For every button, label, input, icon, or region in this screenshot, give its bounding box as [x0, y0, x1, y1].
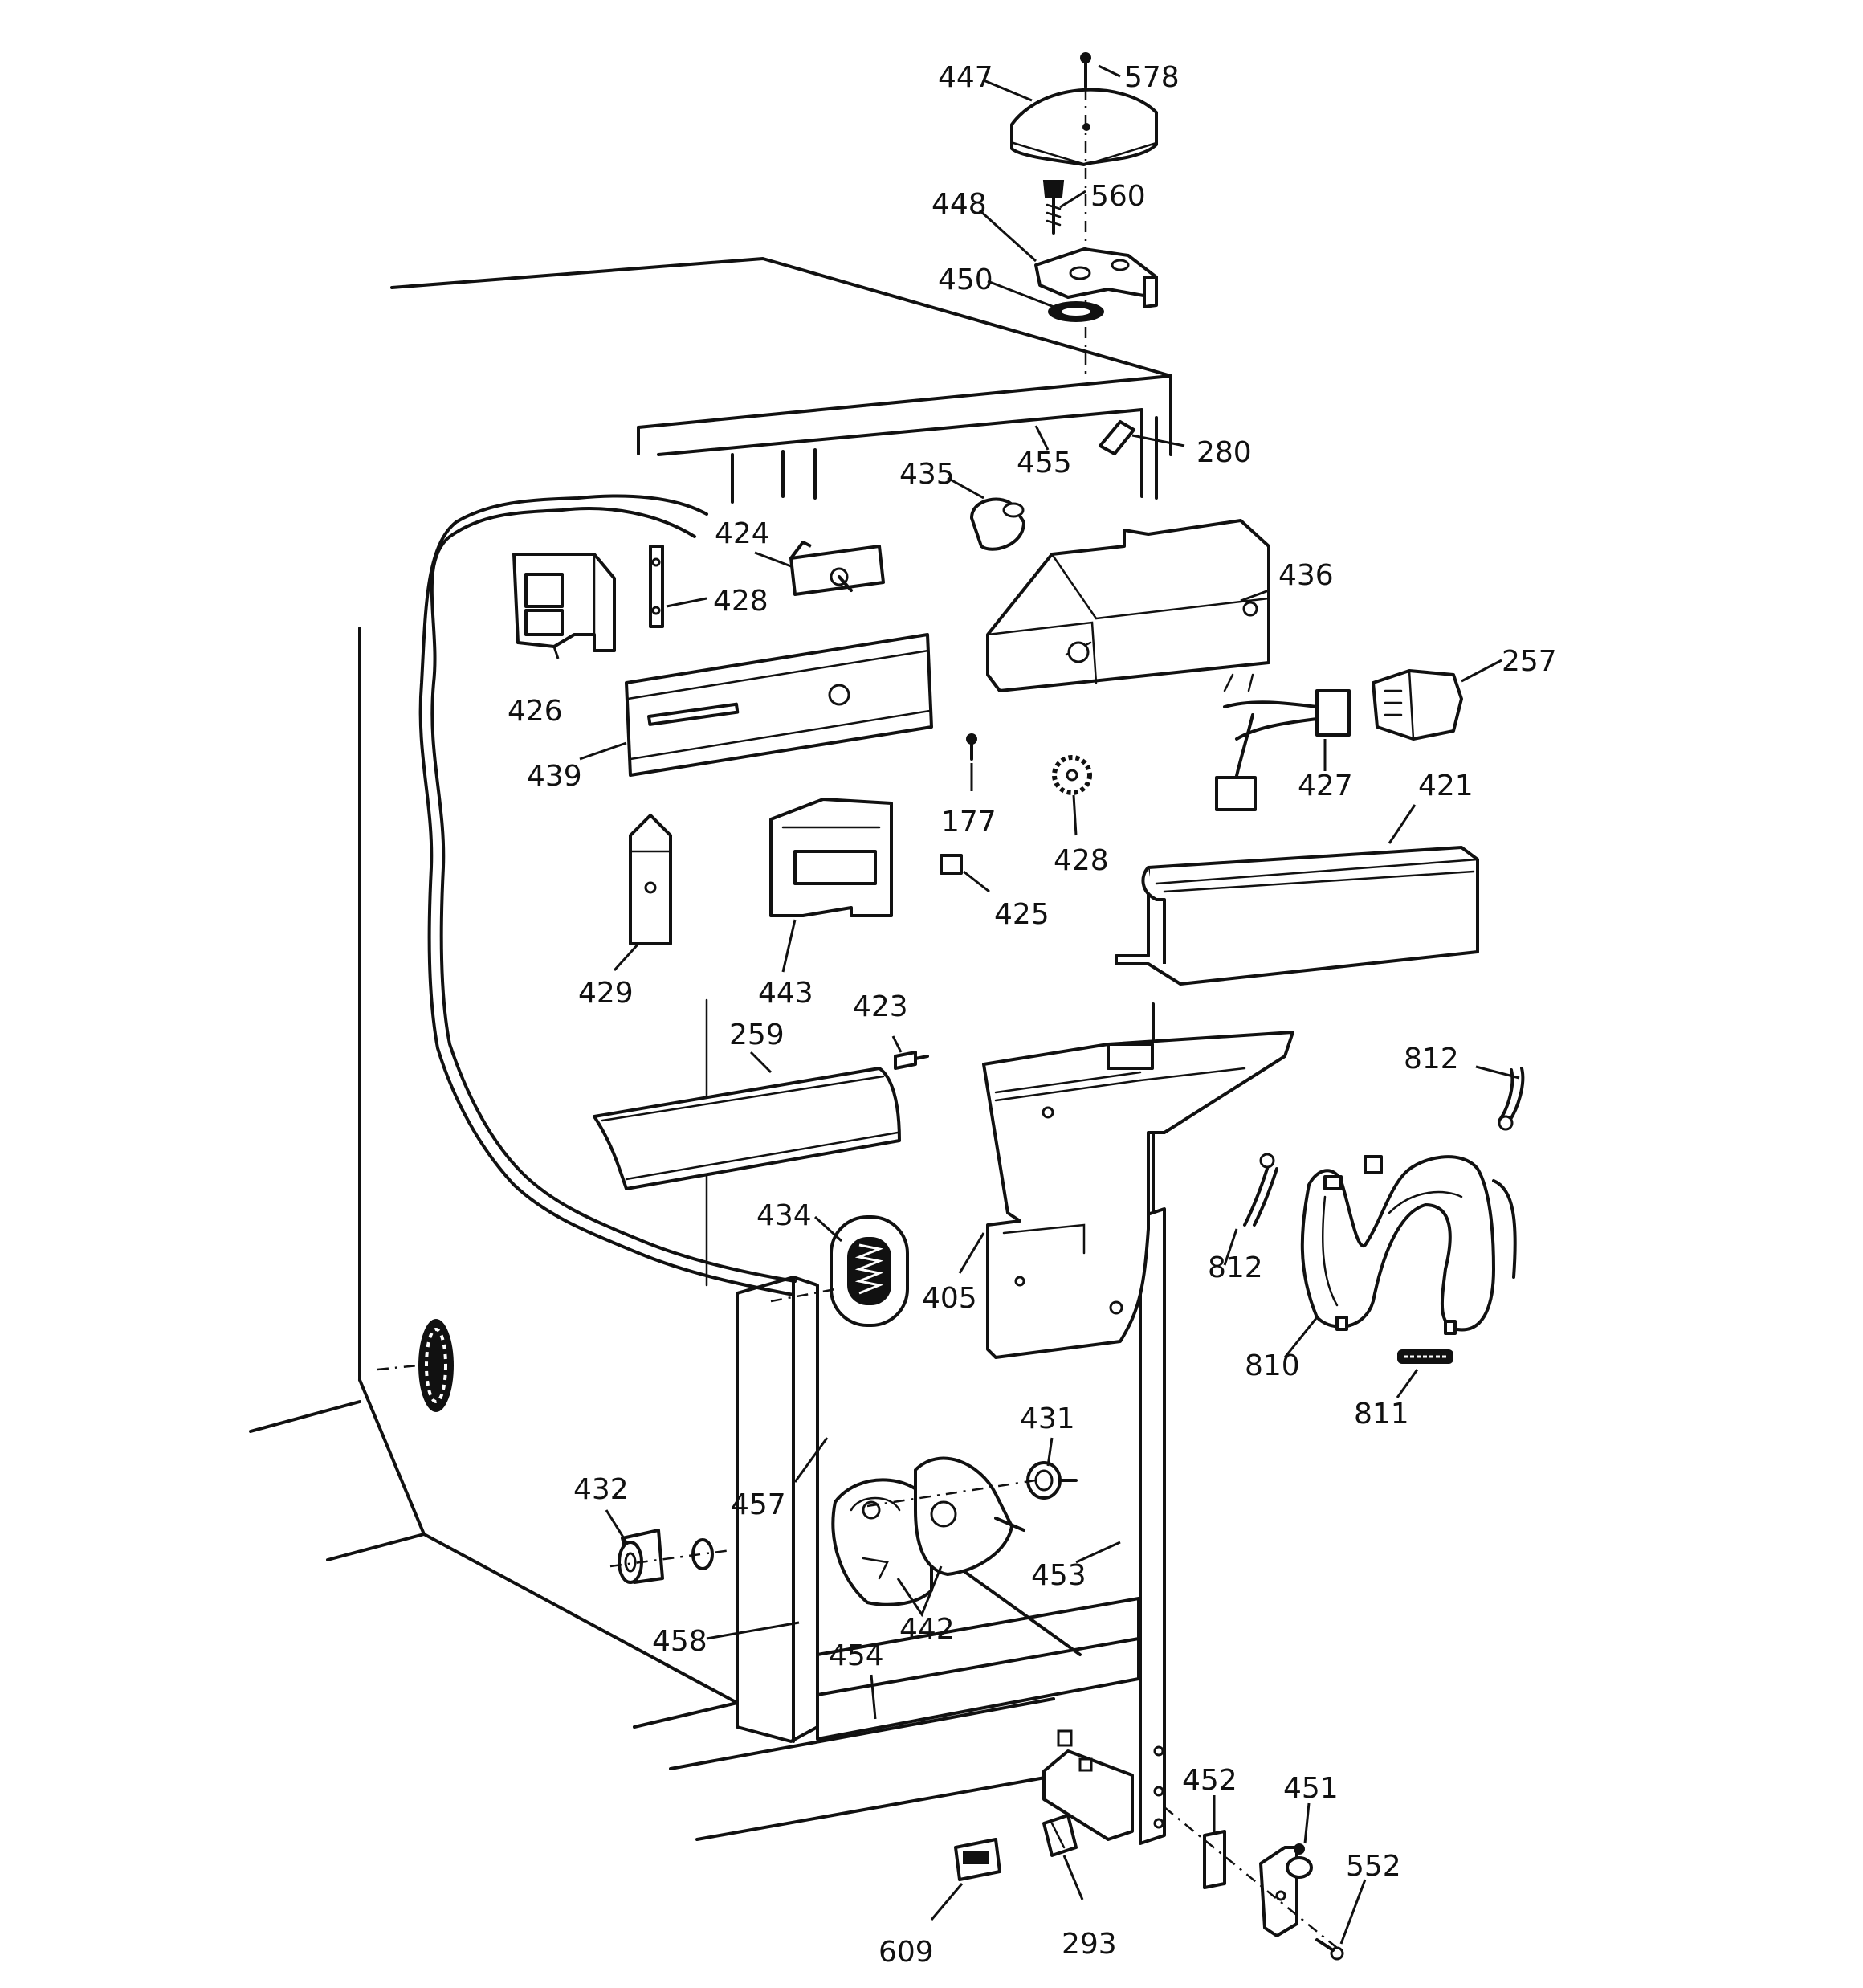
- part-442-control-assembly: [831, 1456, 1037, 1606]
- part-425-block: [940, 854, 963, 875]
- callout-424: 424: [715, 517, 770, 550]
- part-447-hinge-cover: [1010, 88, 1158, 166]
- callout-810: 810: [1245, 1349, 1300, 1382]
- callout-609: 609: [879, 1936, 934, 1969]
- callout-453: 453: [1031, 1559, 1086, 1592]
- part-280-plug: [1099, 420, 1135, 455]
- part-257-defrost-timer: [1372, 669, 1463, 741]
- callout-439: 439: [527, 760, 582, 793]
- part-428-gear: [1052, 755, 1092, 795]
- callout-427: 427: [1298, 769, 1353, 802]
- callout-578: 578: [1124, 61, 1180, 94]
- callout-448: 448: [932, 188, 987, 221]
- callout-257: 257: [1502, 645, 1557, 678]
- callout-447: 447: [938, 61, 993, 94]
- callout-177: 177: [941, 806, 997, 839]
- callout-458: 458: [652, 1625, 707, 1658]
- callout-560: 560: [1090, 180, 1146, 213]
- part-424-switch: [789, 541, 885, 596]
- part-436-control-housing: [986, 519, 1270, 692]
- callout-428-gear: 428: [1054, 844, 1109, 877]
- part-177-screw: [966, 733, 977, 761]
- callout-812-mid: 812: [1208, 1251, 1263, 1284]
- callout-552: 552: [1346, 1850, 1401, 1883]
- part-432-bushing: [609, 1529, 732, 1584]
- part-450-hinge-shim: [1048, 301, 1104, 322]
- part-560-hinge-screw: [1042, 180, 1065, 235]
- part-609-connector: [954, 1838, 1001, 1881]
- callout-450: 450: [938, 263, 993, 296]
- part-812-drain-tube-b: [1243, 1153, 1278, 1227]
- wire-harness-path: [418, 494, 797, 1296]
- callout-451: 451: [1283, 1772, 1339, 1805]
- part-426-light-housing: [512, 553, 616, 652]
- part-443-mounting-frame: [769, 798, 893, 917]
- cabinet-body: [249, 257, 1172, 1845]
- part-421-duct-channel: [1115, 846, 1479, 986]
- part-448-top-hinge: [1034, 247, 1158, 308]
- part-405-air-duct: [982, 1031, 1294, 1359]
- part-431-knob: [1026, 1461, 1078, 1500]
- part-552-screw: [1315, 1938, 1344, 1961]
- callout-452: 452: [1182, 1764, 1237, 1797]
- part-434-oval-grille: [770, 1215, 909, 1327]
- part-423-clip: [894, 1051, 929, 1070]
- part-811-grommet: [1397, 1349, 1453, 1364]
- callout-429: 429: [578, 977, 634, 1010]
- callout-425: 425: [994, 898, 1050, 931]
- callout-421: 421: [1418, 769, 1474, 802]
- callout-423: 423: [853, 990, 908, 1023]
- callout-455: 455: [1017, 447, 1072, 480]
- callout-457: 457: [731, 1488, 786, 1521]
- callout-443: 443: [758, 977, 813, 1010]
- callout-labels: 447 578 448 560 450 455 280 435 424 428 …: [508, 61, 1557, 1969]
- part-427-wiring-harness: [1215, 673, 1351, 811]
- callout-435: 435: [899, 458, 955, 491]
- callout-431: 431: [1020, 1402, 1075, 1435]
- callout-428-top: 428: [713, 585, 768, 618]
- part-812-drain-tube-a: [1498, 1067, 1525, 1131]
- callout-259: 259: [729, 1018, 785, 1051]
- callout-293: 293: [1062, 1928, 1117, 1961]
- callout-426: 426: [508, 695, 563, 728]
- part-578-screw: [1080, 52, 1091, 88]
- callout-405: 405: [922, 1282, 977, 1315]
- part-293-clip: [1042, 1814, 1078, 1857]
- part-259-trim-strip: [593, 1067, 901, 1190]
- callout-442: 442: [899, 1613, 955, 1646]
- callout-432: 432: [573, 1473, 629, 1506]
- callout-812-top: 812: [1404, 1043, 1459, 1076]
- part-810-defrost-heater: [1300, 1155, 1517, 1335]
- callout-436: 436: [1278, 559, 1334, 592]
- part-428-bracket-strip: [649, 545, 664, 628]
- part-451-bottom-hinge: [1259, 1843, 1313, 1937]
- callout-454: 454: [829, 1639, 884, 1672]
- part-439-channel-bracket: [625, 633, 933, 777]
- part-429-bracket: [629, 814, 672, 945]
- part-435-cap: [970, 497, 1025, 551]
- part-452-shim-plate: [1203, 1830, 1226, 1889]
- callout-811: 811: [1354, 1398, 1409, 1431]
- callout-280: 280: [1196, 436, 1252, 469]
- callout-434: 434: [756, 1199, 812, 1232]
- leader-lines: [552, 64, 1520, 1945]
